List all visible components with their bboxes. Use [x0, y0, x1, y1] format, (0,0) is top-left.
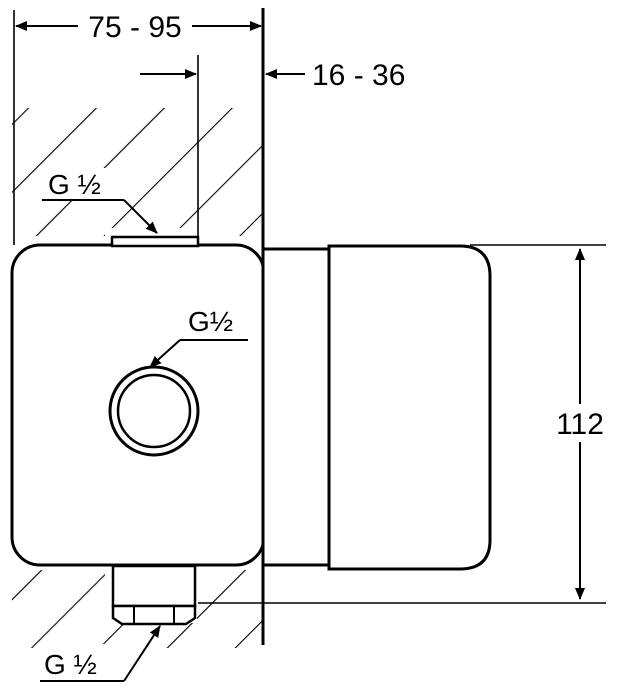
wall-depth-label: 75 - 95 [88, 11, 181, 44]
callout-bottom-connection: G ½ [40, 625, 161, 682]
front-callout-leader [149, 339, 181, 368]
dimension-height: 112 [548, 248, 612, 600]
valve-body [10, 235, 266, 626]
extension-lines [13, 10, 606, 604]
callout-front-connection: G½ [149, 306, 248, 368]
bottom-callout-leader [123, 625, 161, 682]
height-label-clear [548, 404, 612, 442]
top-pipe-stub [110, 235, 200, 248]
cover-depth-label: 16 - 36 [312, 59, 405, 92]
top-left-clear [12, 0, 264, 108]
top-connection-label: G ½ [48, 169, 101, 200]
callout-top-connection: G ½ [42, 168, 158, 234]
top-callout-clear [44, 168, 124, 200]
dimension-cover-depth: 16 - 36 [140, 59, 405, 92]
bottom-nut [111, 604, 197, 626]
front-connection-inner [116, 373, 192, 449]
handle-cap [327, 244, 492, 571]
height-label: 112 [556, 408, 604, 441]
cover-assembly [261, 244, 492, 571]
dimension-wall-depth: 75 - 95 [15, 11, 262, 44]
front-connection-label: G½ [188, 306, 233, 337]
top-callout-leader [123, 199, 158, 234]
bottom-callout-clear [40, 644, 130, 680]
bottom-pipe-stub [111, 564, 197, 608]
bottom-connection-label: G ½ [44, 649, 97, 680]
cover-plate [261, 247, 331, 567]
